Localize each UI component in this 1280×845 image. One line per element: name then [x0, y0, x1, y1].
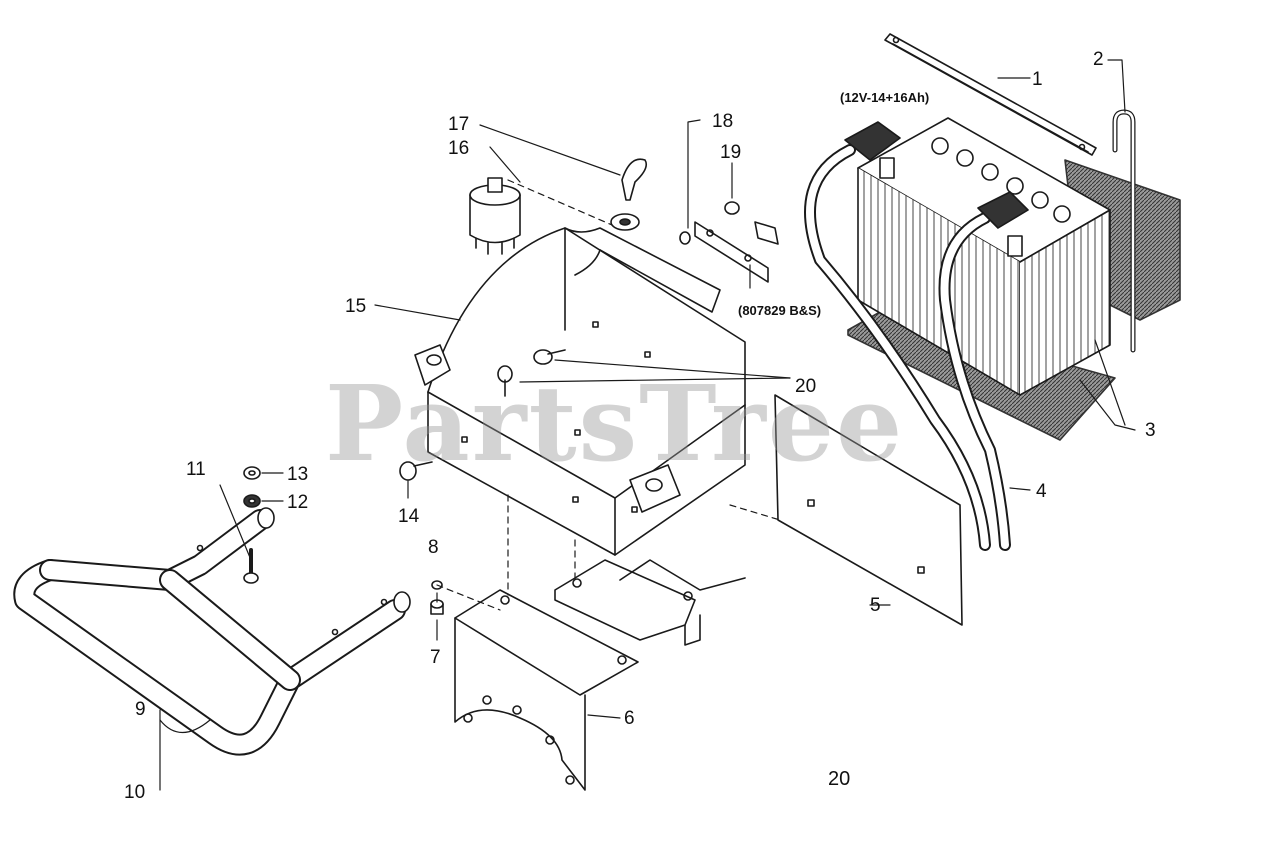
- callout-17: 17: [448, 114, 470, 135]
- callout-3: 3: [1145, 420, 1156, 441]
- lower-bracket: [554, 559, 746, 646]
- page-number: 20: [828, 768, 851, 790]
- ignition-switch: [469, 177, 521, 255]
- callout-2: 2: [1093, 49, 1104, 70]
- battery-spec-note: (12V-14+16Ah): [840, 90, 930, 105]
- callout-16: 16: [448, 138, 470, 159]
- callout-18: 18: [712, 111, 734, 132]
- bolt: [243, 548, 259, 584]
- callout-9: 9: [135, 699, 146, 720]
- callout-19: 19: [720, 142, 742, 163]
- watermark: PartsTree: [325, 362, 905, 485]
- hold-down-strap: [884, 33, 1097, 156]
- callout-14: 14: [398, 506, 420, 527]
- callout-12: 12: [287, 492, 309, 513]
- callout-1: 1: [1032, 69, 1043, 90]
- insulating-board: [774, 394, 963, 626]
- callout-20: 20: [795, 376, 817, 397]
- callout-5: 5: [870, 595, 881, 616]
- callout-13: 13: [287, 464, 309, 485]
- mounting-plate: [454, 589, 639, 791]
- frame-tube: [13, 507, 411, 756]
- washer-and-bracket: [679, 201, 779, 283]
- callout-10: 10: [124, 782, 146, 803]
- dashed-leaders: [436, 179, 781, 611]
- callout-4: 4: [1036, 481, 1047, 502]
- carriage-bolts: [399, 349, 566, 481]
- leader-lines: [159, 59, 1136, 791]
- callout-8: 8: [428, 537, 439, 558]
- callout-15: 15: [345, 296, 367, 317]
- callout-7: 7: [430, 647, 441, 668]
- nut-and-washer: [243, 466, 261, 508]
- ignition-key: [610, 158, 648, 231]
- tie-rod: [1112, 109, 1136, 353]
- callout-11: 11: [186, 459, 206, 480]
- callout-6: 6: [624, 708, 635, 729]
- battery-box: [414, 227, 746, 556]
- battery-cables: [804, 121, 1029, 551]
- small-nut: [430, 580, 444, 615]
- battery-caps: [931, 137, 1071, 223]
- bracket-ref-note: (807829 B&S): [738, 303, 822, 318]
